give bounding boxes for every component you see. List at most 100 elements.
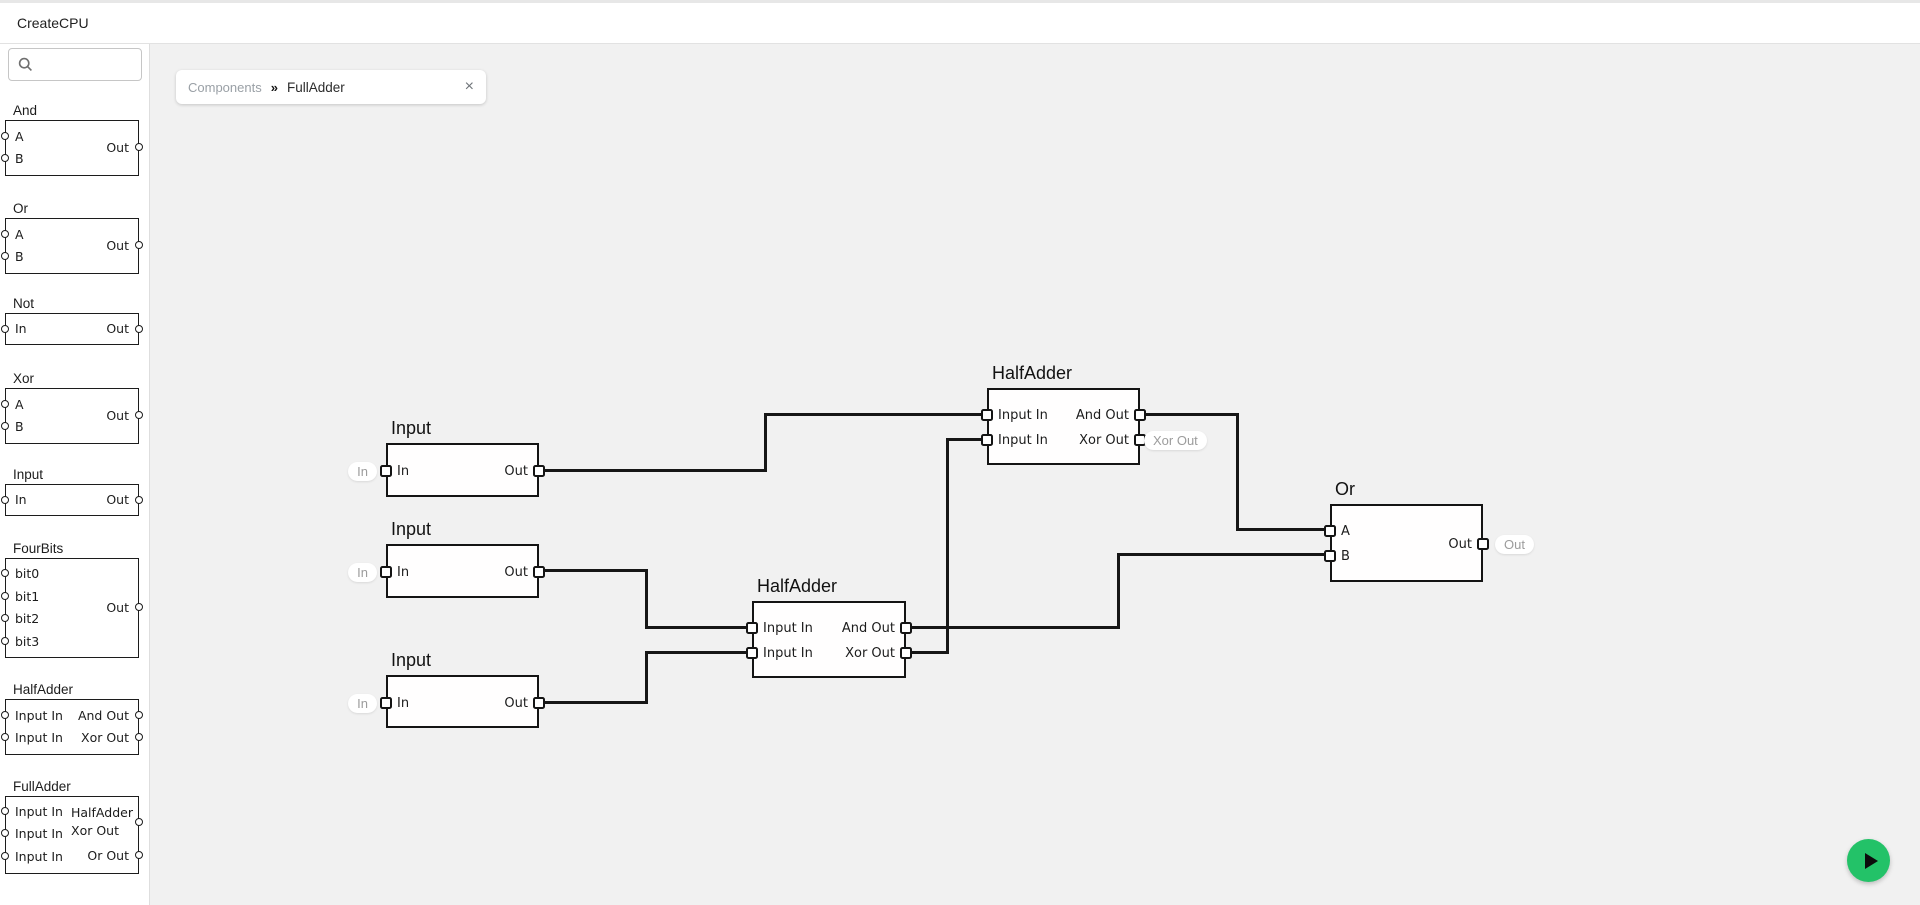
- wire-segment[interactable]: [1236, 528, 1330, 531]
- external-input-pill[interactable]: In: [348, 563, 377, 582]
- circuit-canvas[interactable]: Components » FullAdder × Input In In Out…: [150, 44, 1920, 905]
- output-port[interactable]: [135, 325, 143, 333]
- wire-segment[interactable]: [946, 438, 949, 654]
- input-port[interactable]: [1, 154, 9, 162]
- node-input-3[interactable]: Input In In Out: [348, 650, 545, 728]
- port-label: A: [15, 397, 24, 412]
- input-port[interactable]: [1, 637, 9, 645]
- node-input-2[interactable]: Input In In Out: [348, 519, 545, 598]
- palette-block-or[interactable]: A B Out: [1, 218, 143, 274]
- output-port[interactable]: [1477, 538, 1489, 550]
- node-halfadder-top[interactable]: HalfAdder Input In Input In And Out Xor …: [981, 363, 1207, 465]
- input-port[interactable]: [1, 422, 9, 430]
- input-port[interactable]: [380, 697, 392, 709]
- output-port[interactable]: [135, 851, 143, 859]
- output-port[interactable]: [135, 241, 143, 249]
- input-port[interactable]: [1, 711, 9, 719]
- port-label: In: [15, 321, 27, 336]
- wire-segment[interactable]: [906, 626, 1120, 629]
- input-port[interactable]: [1, 569, 9, 577]
- wire-segment[interactable]: [1140, 413, 1239, 416]
- output-port[interactable]: [900, 647, 912, 659]
- wire-segment[interactable]: [1236, 413, 1239, 531]
- external-input-pill[interactable]: In: [348, 462, 377, 481]
- run-button[interactable]: [1847, 839, 1890, 882]
- wire-segment[interactable]: [1117, 553, 1330, 556]
- port-label: Out: [106, 238, 129, 253]
- wire-segment[interactable]: [539, 701, 648, 704]
- input-port[interactable]: [1, 400, 9, 408]
- wire-segment[interactable]: [906, 651, 949, 654]
- palette-block-xor[interactable]: A B Out: [1, 388, 143, 444]
- search-box[interactable]: [8, 48, 142, 81]
- node-input-1[interactable]: Input In In Out: [348, 418, 545, 497]
- input-port[interactable]: [1, 733, 9, 741]
- output-port[interactable]: [533, 697, 545, 709]
- port-label: Input In: [15, 708, 63, 723]
- wire-segment[interactable]: [539, 569, 648, 572]
- app-title: CreateCPU: [17, 15, 89, 31]
- input-port[interactable]: [1, 852, 9, 860]
- palette-item-or: Or A B Out: [1, 199, 143, 274]
- external-input-pill[interactable]: In: [348, 694, 377, 713]
- input-port[interactable]: [1, 230, 9, 238]
- input-port[interactable]: [1, 252, 9, 260]
- wire-segment[interactable]: [764, 413, 987, 416]
- palette-block-not[interactable]: In Out: [1, 313, 143, 345]
- palette-block-halfadder[interactable]: Input In Input In And Out Xor Out: [1, 699, 143, 755]
- wire-segment[interactable]: [645, 651, 752, 654]
- output-port[interactable]: [1134, 409, 1146, 421]
- output-port[interactable]: [135, 603, 143, 611]
- input-port[interactable]: [1, 829, 9, 837]
- input-port[interactable]: [746, 622, 758, 634]
- wire-segment[interactable]: [539, 469, 766, 472]
- breadcrumb-components[interactable]: Components: [188, 79, 262, 95]
- wire-segment[interactable]: [1117, 553, 1120, 629]
- input-port[interactable]: [1, 614, 9, 622]
- output-port[interactable]: [900, 622, 912, 634]
- node-or[interactable]: Or A B Out Out: [1324, 479, 1534, 582]
- wire-segment[interactable]: [946, 438, 987, 441]
- palette-block-fulladder[interactable]: Input In Input In Input In HalfAdder Xor…: [1, 796, 143, 874]
- palette-block-fourbits[interactable]: bit0 bit1 bit2 bit3 Out: [1, 558, 143, 658]
- port-label: B: [15, 151, 24, 166]
- node-halfadder-bottom[interactable]: HalfAdder Input In Input In And Out Xor …: [746, 576, 912, 678]
- wire-segment[interactable]: [764, 414, 767, 472]
- wire-segment[interactable]: [645, 626, 752, 629]
- palette-block-input[interactable]: In Out: [1, 484, 143, 516]
- palette-block-and[interactable]: A B Out: [1, 120, 143, 176]
- port-label: Out: [504, 565, 528, 580]
- input-port[interactable]: [380, 465, 392, 477]
- output-port[interactable]: [135, 496, 143, 504]
- input-port[interactable]: [746, 647, 758, 659]
- output-port[interactable]: [135, 711, 143, 719]
- port-label: Xor Out: [1079, 433, 1129, 448]
- input-port[interactable]: [1, 325, 9, 333]
- input-port[interactable]: [1, 132, 9, 140]
- output-port[interactable]: [135, 411, 143, 419]
- input-port[interactable]: [981, 434, 993, 446]
- search-input[interactable]: [39, 56, 135, 73]
- output-port[interactable]: [533, 465, 545, 477]
- output-port[interactable]: [135, 143, 143, 151]
- port-label: HalfAdder: [71, 805, 133, 820]
- close-icon[interactable]: ×: [464, 78, 474, 95]
- play-icon: [1864, 852, 1878, 869]
- input-port[interactable]: [380, 566, 392, 578]
- output-port[interactable]: [135, 818, 143, 826]
- palette-item-label: Or: [13, 201, 28, 216]
- input-port[interactable]: [981, 409, 993, 421]
- output-port[interactable]: [533, 566, 545, 578]
- wire-segment[interactable]: [645, 569, 648, 629]
- wire-segment[interactable]: [645, 651, 648, 704]
- tab-fulladder[interactable]: Components » FullAdder ×: [176, 70, 486, 104]
- port-label: bit2: [15, 611, 40, 626]
- port-label: B: [1341, 549, 1350, 564]
- port-label: Input In: [763, 621, 813, 636]
- input-port[interactable]: [1, 807, 9, 815]
- input-port[interactable]: [1, 496, 9, 504]
- input-port[interactable]: [1324, 525, 1336, 537]
- input-port[interactable]: [1, 592, 9, 600]
- input-port[interactable]: [1324, 550, 1336, 562]
- output-port[interactable]: [135, 733, 143, 741]
